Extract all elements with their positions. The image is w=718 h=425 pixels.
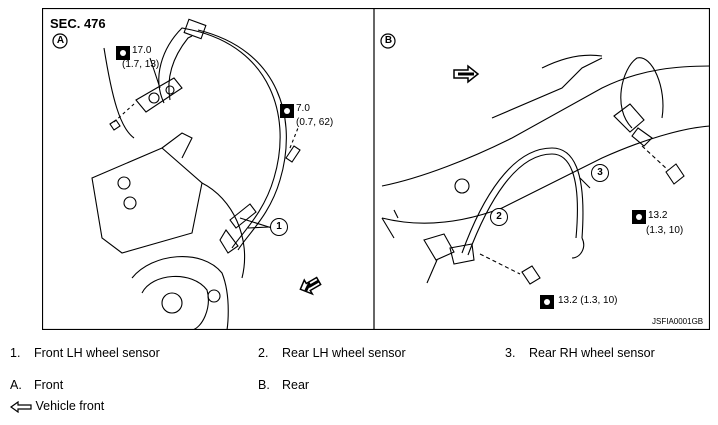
panel-a-marker-circle [52,33,68,49]
legend-item-b: B. Rear [258,378,309,392]
legend-num: B. [258,378,270,392]
panel-a-marker: A [56,35,65,46]
legend-item-3: 3. Rear RH wheel sensor [505,346,655,360]
legend-item-a: A. Front [10,378,63,392]
legend-label: Rear [282,378,310,392]
knuckle-body [91,147,203,254]
diagram-figure: SEC. 476 A B 17.0 (1.7, 13) 7.0 (0.7, 62… [42,8,710,330]
harness-clip [183,18,207,40]
torque-icon [280,104,294,118]
torque-icon [540,295,554,309]
upper-bracket [135,77,183,113]
torque-b1-alt: (1.3, 10) [646,225,684,236]
callout-1: 1 [270,218,288,236]
legend-label: Front LH wheel sensor [34,346,160,360]
figure-frame [42,8,710,330]
torque-b2-text: 13.2 (1.3, 10) [558,295,618,306]
panel-b-marker-circle [380,33,396,49]
vehicle-front-arrow-icon-b [453,64,480,84]
torque-a2-value: 7.0 [296,103,310,114]
callout-2: 2 [490,208,508,226]
legend-item-2: 2. Rear LH wheel sensor [258,346,406,360]
legend-num: A. [10,378,22,392]
torque-a1-alt: (1.7, 13) [122,59,160,70]
legend-num: 1. [10,346,21,360]
sensor-1-body [229,203,257,229]
legend-label: Rear RH wheel sensor [529,346,655,360]
figure-code: JSFIA0001GB [652,317,704,326]
torque-a1-value: 17.0 [132,45,152,56]
hub-outline [131,256,229,330]
vehicle-front-arrow-icon [9,400,32,413]
torque-a2-alt: (0.7, 62) [296,117,334,128]
legend-label: Front [34,378,64,392]
vehicle-front-label: Vehicle front [35,399,105,413]
axle-bottom-edge [381,125,710,224]
sensor-3-body [613,103,645,133]
panel-b-marker: B [384,35,393,46]
torque-b1-value: 13.2 [648,210,668,221]
legend-num: 3. [505,346,516,360]
panel-b-drawing [381,54,710,285]
axle-top-edge [381,65,710,187]
legend-num: 2. [258,346,269,360]
section-label: SEC. 476 [50,16,106,31]
sensor-2-body [423,233,455,261]
vehicle-front-arrow-icon [299,276,322,296]
torque-icon [632,210,646,224]
legend-label: Rear LH wheel sensor [282,346,406,360]
torque-icon [116,46,130,60]
rear-rh-harness [620,57,664,129]
front-sensor-harness [191,29,281,249]
legend-vehicle-front: Vehicle front [9,399,105,413]
rear-lh-harness [461,147,584,254]
legend-item-1: 1. Front LH wheel sensor [10,346,160,360]
diagram-drawing [42,8,710,330]
panel-a-drawing [91,18,301,330]
callout-3: 3 [591,164,609,182]
